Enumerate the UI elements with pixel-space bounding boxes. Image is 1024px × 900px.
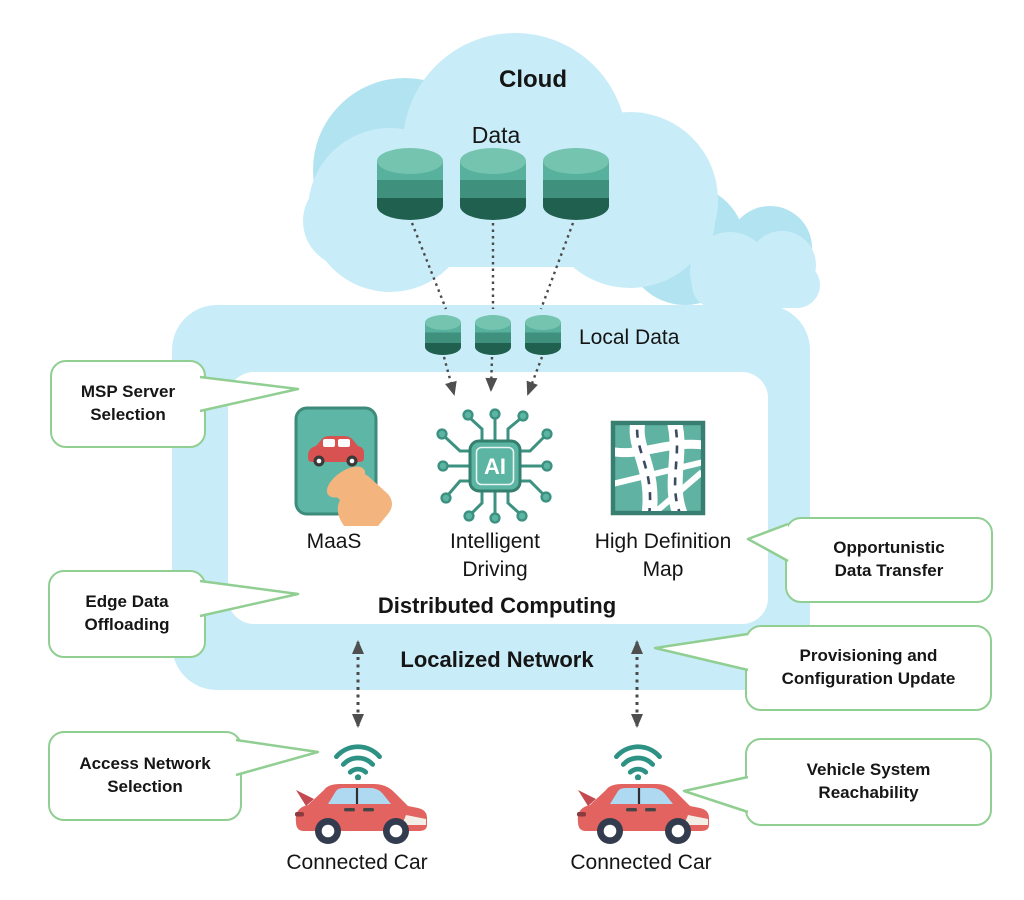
local-database-icon <box>525 315 561 355</box>
cloud-data-label: Data <box>471 122 521 148</box>
wifi-icon <box>332 742 384 785</box>
car-icon <box>288 778 433 853</box>
database-icon <box>377 148 443 220</box>
connected-car-label-right: Connected Car <box>570 851 712 874</box>
localized-network-label: Localized Network <box>400 647 594 672</box>
callout-vehicle-system-reachability: Vehicle System Reachability <box>745 738 992 826</box>
hd-map-icon <box>610 420 706 521</box>
callout-provisioning-configuration-update: Provisioning and Configuration Update <box>745 625 992 711</box>
callout-edge-data-offloading: Edge Data Offloading <box>48 570 206 658</box>
cloud-title: Cloud <box>499 66 567 93</box>
callout-msp-server-selection: MSP Server Selection <box>50 360 206 448</box>
connected-car-label-left: Connected Car <box>286 851 428 874</box>
service-label-hd-map: High Definition Map <box>594 530 732 581</box>
service-label-intelligent-driving: Intelligent Driving <box>450 530 540 581</box>
small-cloud-base <box>692 262 820 308</box>
service-label-maas: MaaS <box>306 530 362 553</box>
maas-phone-hand-icon <box>288 402 400 531</box>
wifi-icon <box>612 742 664 785</box>
ai-chip-icon: AI <box>432 403 558 534</box>
database-icon <box>460 148 526 220</box>
svg-text:AI: AI <box>484 454 506 479</box>
callout-opportunistic-data-transfer: Opportunistic Data Transfer <box>785 517 993 603</box>
local-database-icon <box>425 315 461 355</box>
database-icon <box>543 148 609 220</box>
local-database-icon <box>475 315 511 355</box>
callout-access-network-selection: Access Network Selection <box>48 731 242 821</box>
car-icon <box>570 778 715 853</box>
local-data-label: Local Data <box>579 326 680 349</box>
distributed-computing-label: Distributed Computing <box>377 593 617 618</box>
